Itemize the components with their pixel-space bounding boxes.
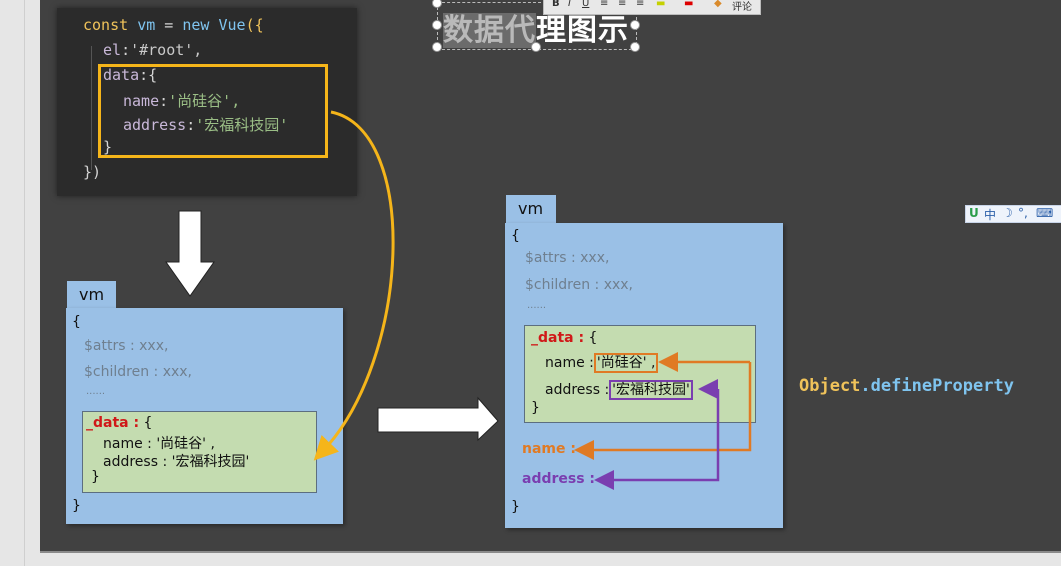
yellow-curved-arrow — [313, 110, 395, 461]
vm-left-open-brace: { — [72, 314, 81, 330]
bold-icon[interactable]: B — [552, 0, 560, 9]
vm-right-address-key: address : — [545, 382, 610, 398]
title-selected-text: 数据代 — [443, 13, 536, 48]
vm-right-tab-label: vm — [518, 199, 544, 218]
resize-handle-tl[interactable] — [432, 0, 442, 8]
vm-left-ellipsis: ...... — [86, 386, 106, 397]
resize-handle-bm[interactable] — [531, 42, 541, 52]
font-color-icon[interactable]: ▬ — [684, 0, 694, 9]
code-line-4: name:'尚硅谷', — [123, 92, 241, 110]
format-painter-icon[interactable]: ◆ — [714, 0, 722, 9]
vm-right-address-value: '宏福科技园' — [609, 380, 693, 400]
code-line-2: el:'#root', — [103, 41, 203, 59]
orange-link-arrow — [574, 362, 752, 460]
vm-right-box: { $attrs : xxx, $children : xxx, ...... … — [505, 223, 783, 528]
open-brace: ({ — [245, 16, 264, 34]
op-equals: = — [164, 16, 174, 34]
right-arrow-icon — [377, 396, 499, 442]
vm-left-tab: vm — [67, 281, 116, 311]
title-rest-text: 理图示 — [536, 13, 629, 48]
proxy-name-label: name : — [522, 441, 576, 457]
value-address: '宏福科技园' — [195, 116, 289, 134]
var-vm: vm — [137, 16, 156, 34]
vm-right-data-close: } — [531, 400, 540, 416]
indent-guide — [91, 46, 92, 170]
vm-left-children: $children : xxx, — [84, 364, 193, 380]
resize-handle-mr[interactable] — [630, 20, 640, 30]
vm-left-name: name : '尚硅谷' , — [103, 436, 215, 452]
vm-right-name-value: '尚硅谷' , — [593, 353, 659, 373]
vm-right-attrs: $attrs : xxx, — [525, 250, 610, 266]
vm-right-name-key: name : — [545, 355, 594, 371]
highlight-color-icon[interactable]: ▬ — [656, 0, 666, 9]
mini-format-toolbar: B I U ≡ ≡ ≡ ▬ ▬ ◆ 评论 — [543, 0, 761, 15]
proxy-address-label: address : — [522, 471, 596, 487]
define-dot: . — [860, 376, 871, 396]
code-line-1: const vm = new Vue({ — [83, 16, 264, 34]
vm-right-data-open: { — [588, 330, 598, 346]
resize-handle-br[interactable] — [630, 42, 640, 52]
data-highlight-box — [98, 64, 328, 158]
data-open: :{ — [139, 66, 158, 84]
vm-left-data-open: { — [143, 415, 153, 431]
vm-left-data-key: _data : — [86, 415, 140, 431]
vm-left-address: address : '宏福科技园' — [103, 454, 250, 470]
page-margin-rule — [24, 0, 25, 566]
align-left-icon[interactable]: ≡ — [600, 0, 609, 9]
key-address: address — [123, 116, 187, 134]
code-line-5: address:'宏福科技园' — [123, 116, 289, 134]
vm-left-tab-label: vm — [79, 285, 105, 304]
slide-title[interactable]: 数据代理图示 — [443, 5, 629, 49]
code-block: const vm = new Vue({ el:'#root', data:{ … — [57, 8, 357, 196]
code-line-7: }) — [83, 163, 102, 181]
define-method: defineProperty — [870, 376, 1014, 396]
ime-mode-toggle[interactable]: 中 — [984, 208, 997, 222]
key-el: el — [103, 41, 122, 59]
key-name: name — [123, 92, 160, 110]
vm-right-close-brace: } — [511, 499, 520, 515]
align-center-icon[interactable]: ≡ — [618, 0, 627, 9]
resize-handle-bl[interactable] — [432, 42, 442, 52]
vm-right-ellipsis: ...... — [527, 300, 547, 311]
class-vue: Vue — [218, 16, 246, 34]
define-property-label: Object.defineProperty — [799, 376, 1014, 396]
underline-icon[interactable]: U — [582, 0, 590, 9]
key-data: data — [103, 66, 140, 84]
down-arrow-icon — [165, 210, 215, 297]
define-object: Object — [799, 376, 861, 396]
value-root: '#root', — [130, 41, 203, 59]
italic-icon[interactable]: I — [568, 0, 571, 9]
align-right-icon[interactable]: ≡ — [636, 0, 645, 9]
ime-status-bar[interactable]: U 中 ☽ °, ⌨ — [965, 205, 1061, 223]
vm-right-open-brace: { — [511, 228, 520, 244]
vm-left-attrs: $attrs : xxx, — [84, 338, 169, 354]
ime-logo-icon[interactable]: U — [969, 206, 979, 220]
keyword-const: const — [83, 16, 129, 34]
purple-link-arrow — [594, 389, 720, 490]
resize-handle-ml[interactable] — [432, 20, 442, 30]
vm-left-close-brace: } — [72, 498, 81, 514]
vm-right-children: $children : xxx, — [525, 277, 634, 293]
code-line-6: } — [103, 138, 113, 156]
ime-keyboard-icon[interactable]: ⌨ — [1036, 206, 1054, 220]
keyword-new: new — [182, 16, 210, 34]
vm-right-data-key: _data : — [531, 330, 585, 346]
comment-button[interactable]: 评论 — [732, 2, 752, 13]
code-line-3: data:{ — [103, 66, 157, 84]
ime-halfwidth-icon[interactable]: ☽ — [1002, 206, 1013, 220]
vm-left-data-close: } — [91, 469, 100, 485]
ime-punct-icon[interactable]: °, — [1018, 206, 1028, 220]
value-name: '尚硅谷', — [168, 92, 241, 110]
vm-right-tab: vm — [506, 195, 556, 227]
